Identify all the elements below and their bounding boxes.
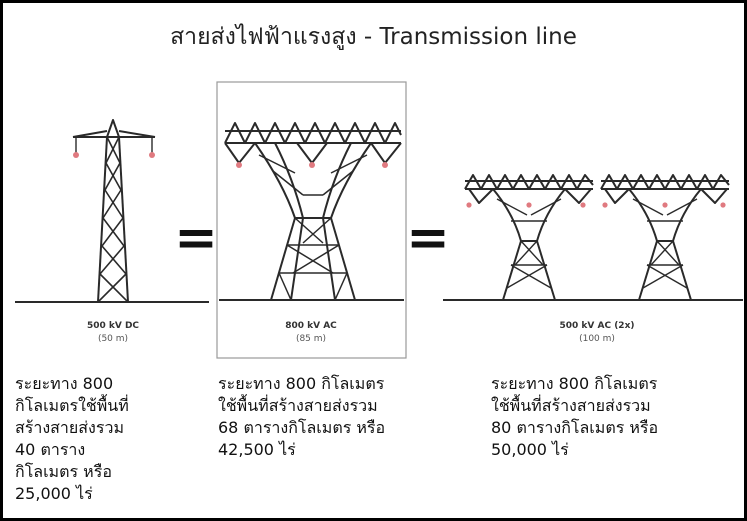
tower-500kv-dc — [72, 119, 156, 303]
tower-800kv-ac — [224, 122, 402, 301]
insulator-dot — [466, 202, 472, 208]
tower-label: 500 kV AC (2x) — [559, 321, 634, 331]
tower-height: (85 m) — [296, 334, 326, 344]
tower-500kv-ac-left — [464, 174, 594, 301]
insulator-dot — [309, 162, 315, 168]
tower-height: (50 m) — [98, 334, 128, 344]
insulator-dot — [149, 152, 155, 158]
page-title: สายส่งไฟฟ้าแรงสูง - Transmission line — [170, 24, 577, 50]
tower-description: ระยะทาง 800 กิโลเมตรใช้พื้นที่ สร้างสายส… — [15, 374, 129, 503]
tower-label: 500 kV DC — [87, 321, 139, 331]
insulator-dot — [382, 162, 388, 168]
insulator-dot — [662, 202, 668, 208]
tower-500kv-ac-right — [600, 174, 730, 301]
tower-description: ระยะทาง 800 กิโลเมตร ใช้พื้นที่สร้างสายส… — [491, 374, 659, 459]
insulator-dot — [720, 202, 726, 208]
insulator-dot — [236, 162, 242, 168]
equals-sign: = — [174, 208, 218, 268]
insulator-dot — [580, 202, 586, 208]
tower-description: ระยะทาง 800 กิโลเมตร ใช้พื้นที่สร้างสายส… — [218, 374, 386, 459]
tower-height: (100 m) — [579, 334, 615, 344]
highlight-box — [216, 81, 407, 359]
tower-comparison-diagram: = = 500 kV DC (50 m) 800 kV AC (85 m) 50… — [15, 81, 743, 359]
insulator-dot — [73, 152, 79, 158]
tower-label: 800 kV AC — [285, 321, 337, 331]
insulator-dot — [602, 202, 608, 208]
equals-sign: = — [406, 208, 450, 268]
insulator-dot — [526, 202, 532, 208]
